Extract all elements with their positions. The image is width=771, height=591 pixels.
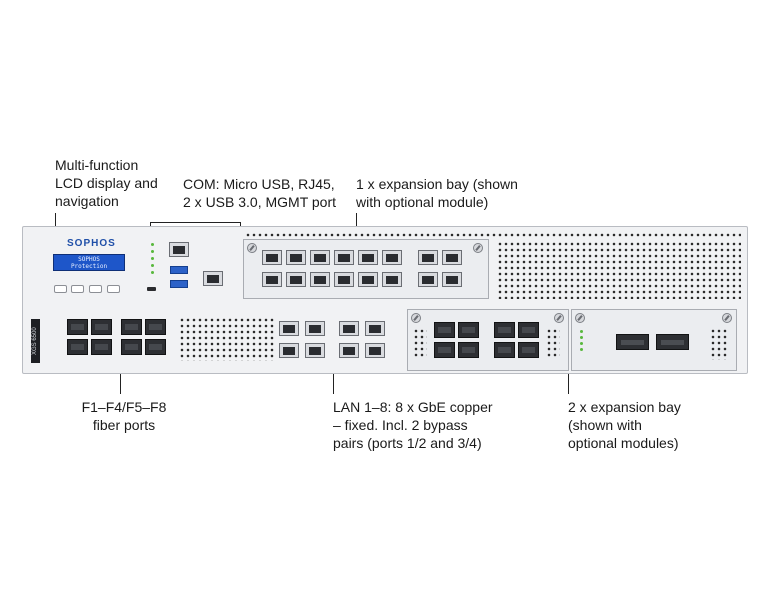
- module-vent-grid: [413, 328, 427, 358]
- top-expansion-module: [243, 239, 489, 299]
- expansion-top-callout: 1 x expansion bay (shown with optional m…: [356, 176, 518, 210]
- top-vent-row: [245, 233, 741, 237]
- nav-button-back[interactable]: [54, 285, 67, 293]
- fiber-port-f4[interactable]: [91, 339, 112, 355]
- lan-callout: LAN 1–8: 8 x GbE copper – fixed. Incl. 2…: [333, 399, 493, 451]
- expansion-port[interactable]: [382, 250, 402, 265]
- lan-port-1[interactable]: [279, 321, 299, 336]
- bottom-expansion-module-2: [571, 309, 737, 371]
- lan-port-7[interactable]: [339, 343, 359, 358]
- expansion-port[interactable]: [286, 250, 306, 265]
- lcd-leader-line: [55, 213, 56, 235]
- expansion-port[interactable]: [334, 272, 354, 287]
- expansion-sfp-port[interactable]: [494, 342, 515, 358]
- lan-port-2[interactable]: [305, 321, 325, 336]
- expansion-port[interactable]: [334, 250, 354, 265]
- expansion-sfp-port[interactable]: [434, 322, 455, 338]
- lan-leader: [333, 368, 334, 394]
- status-led-1: [151, 243, 154, 246]
- expansion-port[interactable]: [310, 272, 330, 287]
- fiber-port-f8[interactable]: [145, 339, 166, 355]
- status-led-2: [151, 250, 154, 253]
- expansion-sfp-port[interactable]: [518, 342, 539, 358]
- module-led: [580, 342, 583, 345]
- status-led-3: [151, 257, 154, 260]
- fiber-port-f5[interactable]: [121, 319, 142, 335]
- fiber-port-f1[interactable]: [67, 319, 88, 335]
- lcd-callout: Multi-function LCD display and navigatio…: [55, 157, 158, 209]
- expansion-qsfp-port-1[interactable]: [616, 334, 649, 350]
- expansion-sfp-port[interactable]: [458, 342, 479, 358]
- module-vent-grid: [710, 328, 728, 360]
- fiber-port-f6[interactable]: [145, 319, 166, 335]
- right-vent-grid: [497, 241, 741, 299]
- module-screw-icon: [247, 243, 257, 253]
- expansion-sfp-port[interactable]: [434, 342, 455, 358]
- fiber-port-f2[interactable]: [91, 319, 112, 335]
- expansion-port[interactable]: [418, 272, 438, 287]
- usb-port-1[interactable]: [170, 266, 188, 274]
- fiber-port-f3[interactable]: [67, 339, 88, 355]
- module-led: [580, 330, 583, 333]
- nav-button-enter[interactable]: [107, 285, 120, 293]
- expansion-port[interactable]: [262, 272, 282, 287]
- lan-port-6[interactable]: [365, 321, 385, 336]
- expansion-port[interactable]: [442, 250, 462, 265]
- com-leader-bar: [150, 222, 240, 223]
- lan-port-3[interactable]: [279, 343, 299, 358]
- expansion-port[interactable]: [442, 272, 462, 287]
- expansion-port[interactable]: [358, 250, 378, 265]
- lcd-line-1: SOPHOS: [78, 256, 100, 263]
- expansion-port[interactable]: [262, 250, 282, 265]
- expansion-sfp-port[interactable]: [494, 322, 515, 338]
- module-screw-icon: [575, 313, 585, 323]
- expansion-sfp-port[interactable]: [458, 322, 479, 338]
- expansion-bottom-leader: [568, 368, 569, 394]
- expansion-bottom-callout: 2 x expansion bay (shown with optional m…: [568, 399, 681, 451]
- status-led-4: [151, 264, 154, 267]
- expansion-qsfp-port-2[interactable]: [656, 334, 689, 350]
- usb-port-2[interactable]: [170, 280, 188, 288]
- bottom-expansion-module-1: [407, 309, 569, 371]
- lan-port-8[interactable]: [365, 343, 385, 358]
- expansion-port[interactable]: [382, 272, 402, 287]
- center-vent-grid: [179, 317, 275, 361]
- model-badge: XGS 6500: [31, 319, 40, 363]
- module-vent-grid: [546, 328, 560, 358]
- module-screw-icon: [473, 243, 483, 253]
- fiber-callout: F1–F4/F5–F8 fiber ports: [81, 399, 167, 433]
- expansion-port[interactable]: [358, 272, 378, 287]
- module-led: [580, 336, 583, 339]
- lan-port-5[interactable]: [339, 321, 359, 336]
- expansion-port[interactable]: [286, 272, 306, 287]
- module-screw-icon: [411, 313, 421, 323]
- appliance-front-panel: SOPHOS SOPHOS Protection XGS 6: [22, 226, 748, 374]
- expansion-port[interactable]: [310, 250, 330, 265]
- expansion-sfp-port[interactable]: [518, 322, 539, 338]
- brand-logo: SOPHOS: [67, 238, 116, 249]
- fiber-leader: [120, 368, 121, 394]
- lcd-line-2: Protection: [70, 263, 108, 270]
- nav-button-down[interactable]: [71, 285, 84, 293]
- com-callout: COM: Micro USB, RJ45, 2 x USB 3.0, MGMT …: [183, 176, 337, 210]
- lan-port-4[interactable]: [305, 343, 325, 358]
- lcd-display: SOPHOS Protection: [53, 254, 125, 271]
- fiber-port-f7[interactable]: [121, 339, 142, 355]
- module-led: [580, 348, 583, 351]
- nav-button-up[interactable]: [89, 285, 102, 293]
- expansion-top-leader: [356, 213, 357, 238]
- module-screw-icon: [722, 313, 732, 323]
- console-rj45-port[interactable]: [169, 242, 189, 257]
- micro-usb-port[interactable]: [147, 287, 156, 291]
- mgmt-port[interactable]: [203, 271, 223, 286]
- expansion-port[interactable]: [418, 250, 438, 265]
- status-led-5: [151, 271, 154, 274]
- module-screw-icon: [554, 313, 564, 323]
